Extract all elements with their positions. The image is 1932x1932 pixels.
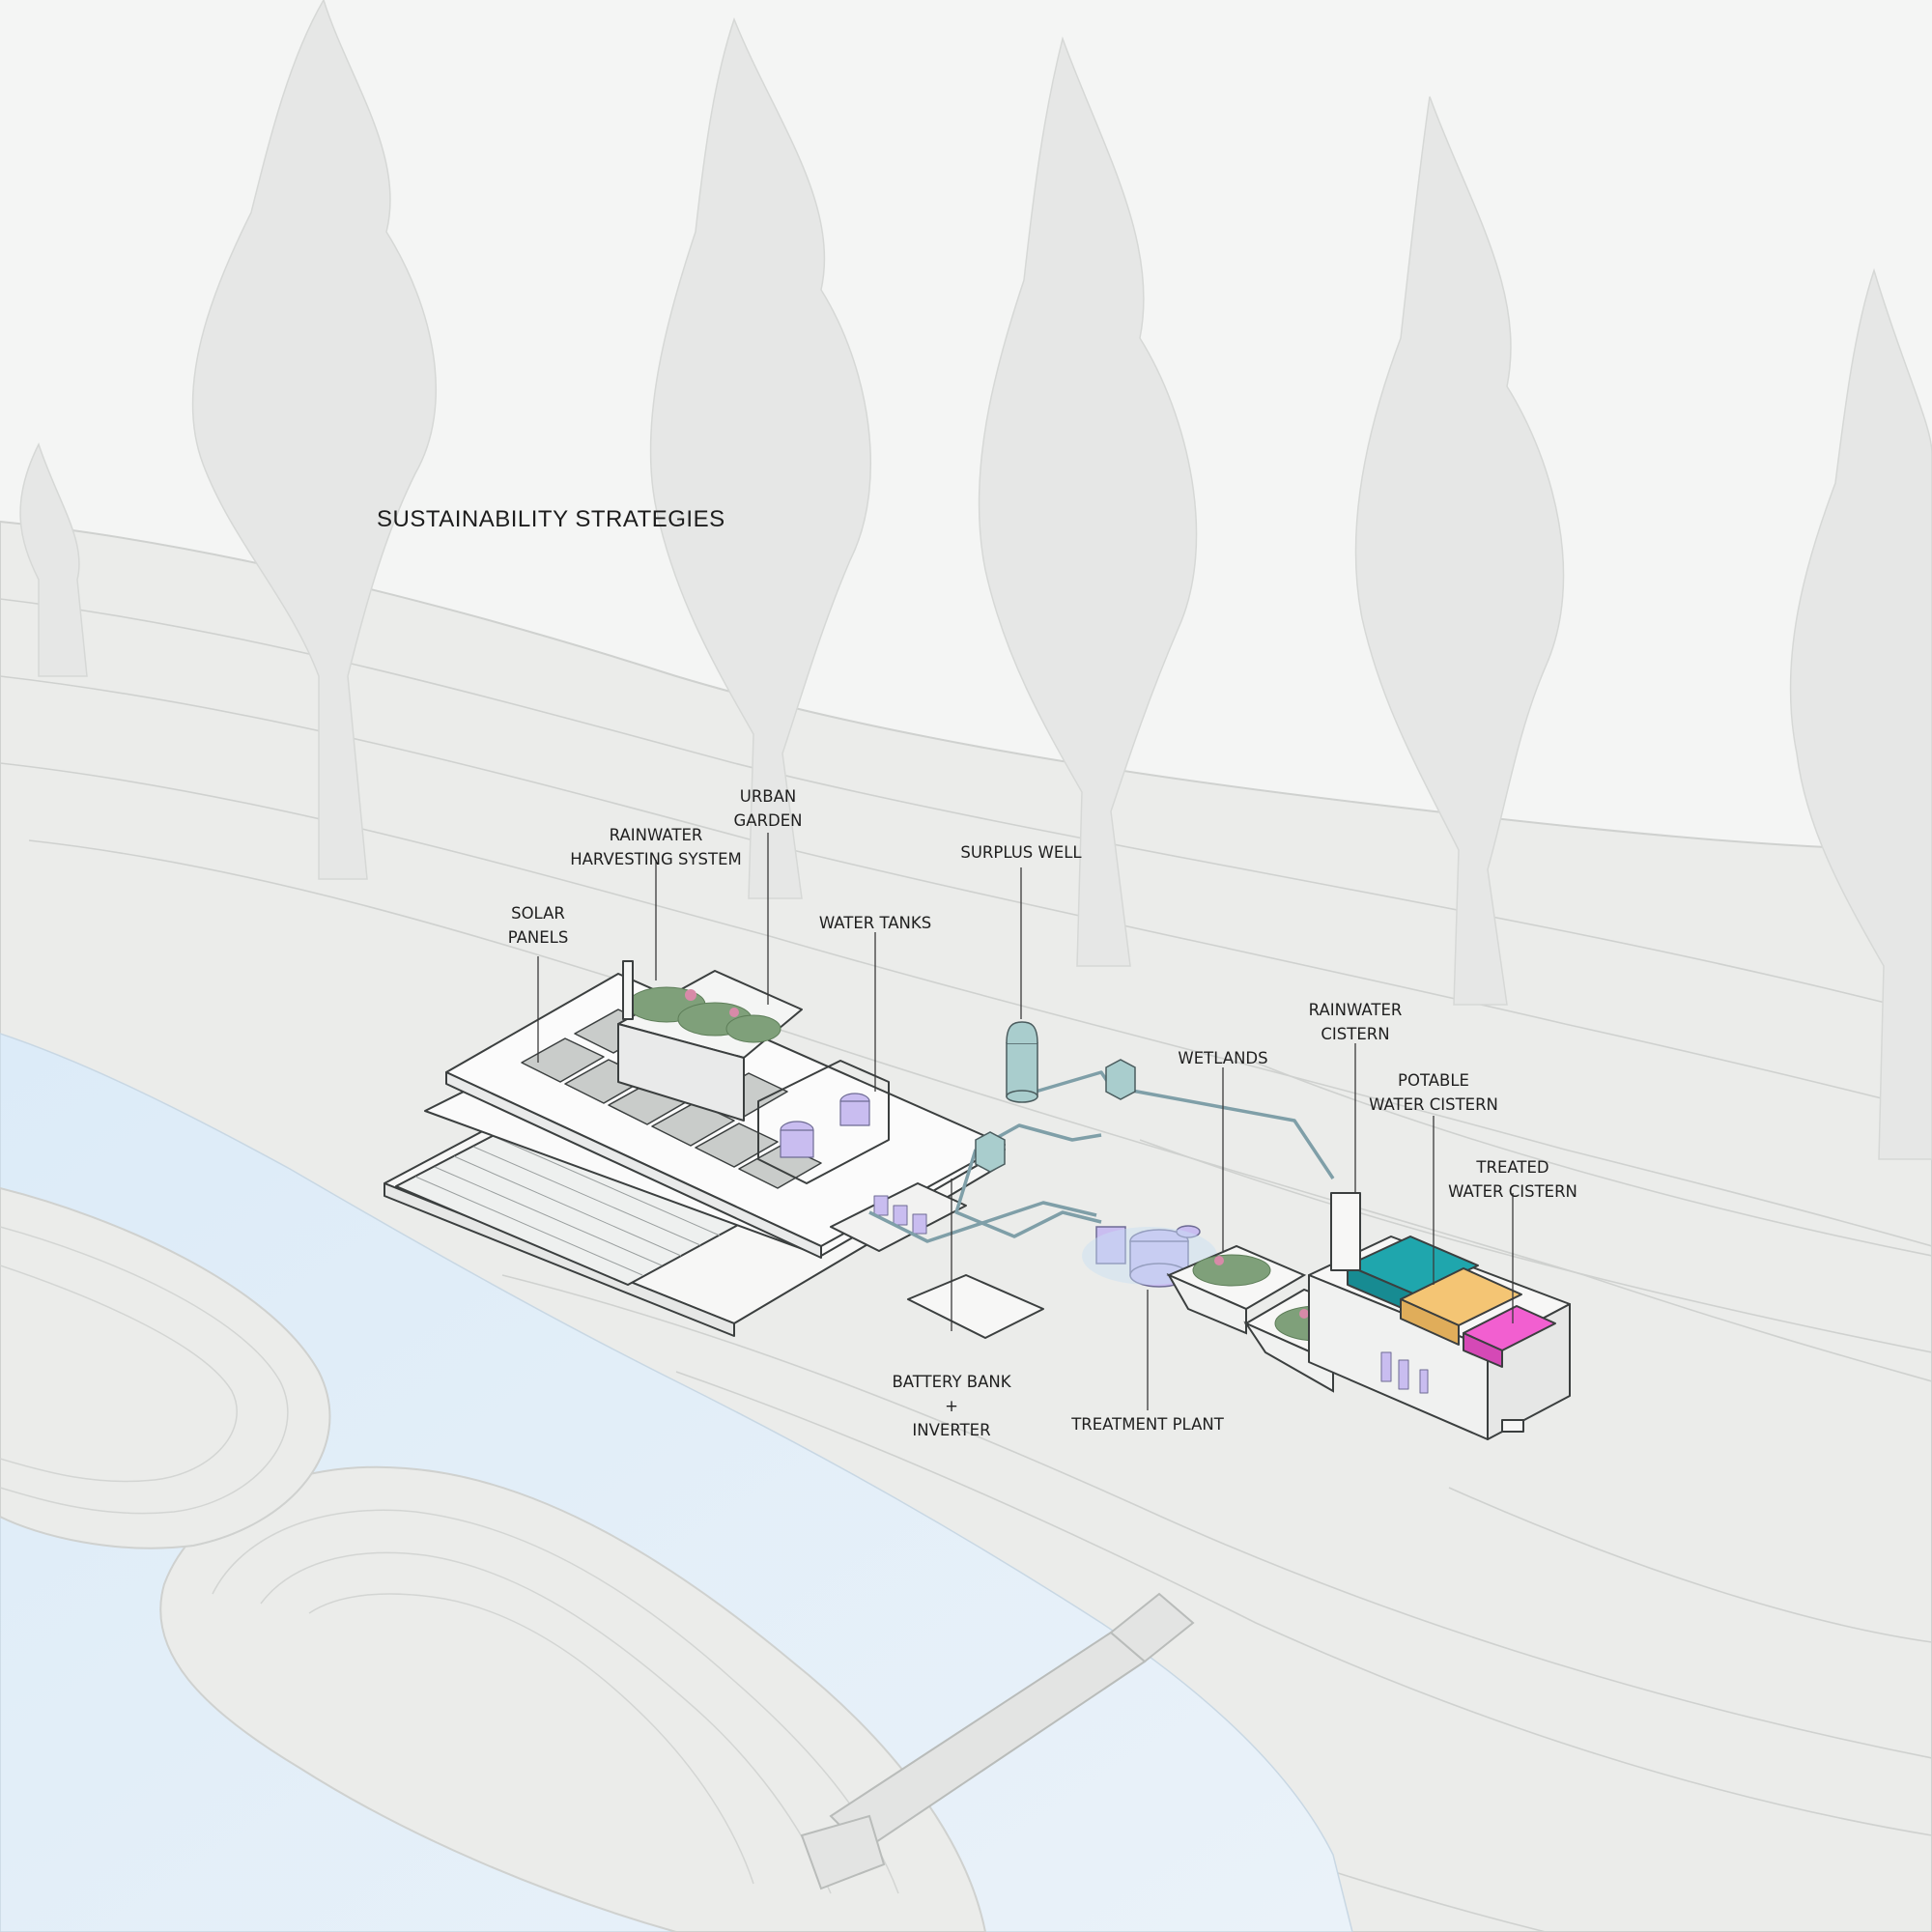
tree [191, 0, 437, 880]
cistern-foot [1501, 1419, 1524, 1433]
tree [1354, 96, 1565, 1006]
headland [0, 1186, 331, 1549]
tree-silhouettes [19, 0, 1932, 1160]
valve-box [975, 1059, 1136, 1173]
pump-equipment [1380, 1351, 1429, 1394]
tree [978, 36, 1198, 967]
leader-lines [537, 833, 1514, 1410]
roof-fascia [445, 1071, 822, 1259]
label-surplus-well: SURPLUS WELL [960, 843, 1082, 862]
contour-lines [0, 598, 1932, 1932]
label-battery-bank-inverter: BATTERY BANK+INVERTER [892, 1373, 1011, 1439]
battery-equipment [873, 1195, 927, 1235]
cistern-stack [1330, 1192, 1361, 1271]
terrace [907, 1274, 1044, 1339]
label-treatment-plant: TREATMENT PLANT [1071, 1415, 1224, 1434]
water-tank [780, 1093, 870, 1158]
tree [1789, 268, 1932, 1160]
surplus-well [1006, 1021, 1038, 1103]
diagram-title: SUSTAINABILITY STRATEGIES [377, 506, 725, 532]
main-house [384, 960, 1044, 1339]
chimney [622, 960, 634, 1020]
label-water-tanks: WATER TANKS [818, 914, 932, 932]
label-wetlands: WETLANDS [1178, 1049, 1268, 1067]
urban-garden-planting [627, 986, 781, 1043]
tree [649, 16, 871, 899]
dock [800, 1592, 1195, 1890]
water-tank-room [757, 1060, 890, 1184]
garden-box-front [617, 1023, 745, 1122]
treatment-plant [1095, 1225, 1201, 1288]
cistern-building [1308, 1192, 1571, 1440]
tree [19, 442, 88, 677]
